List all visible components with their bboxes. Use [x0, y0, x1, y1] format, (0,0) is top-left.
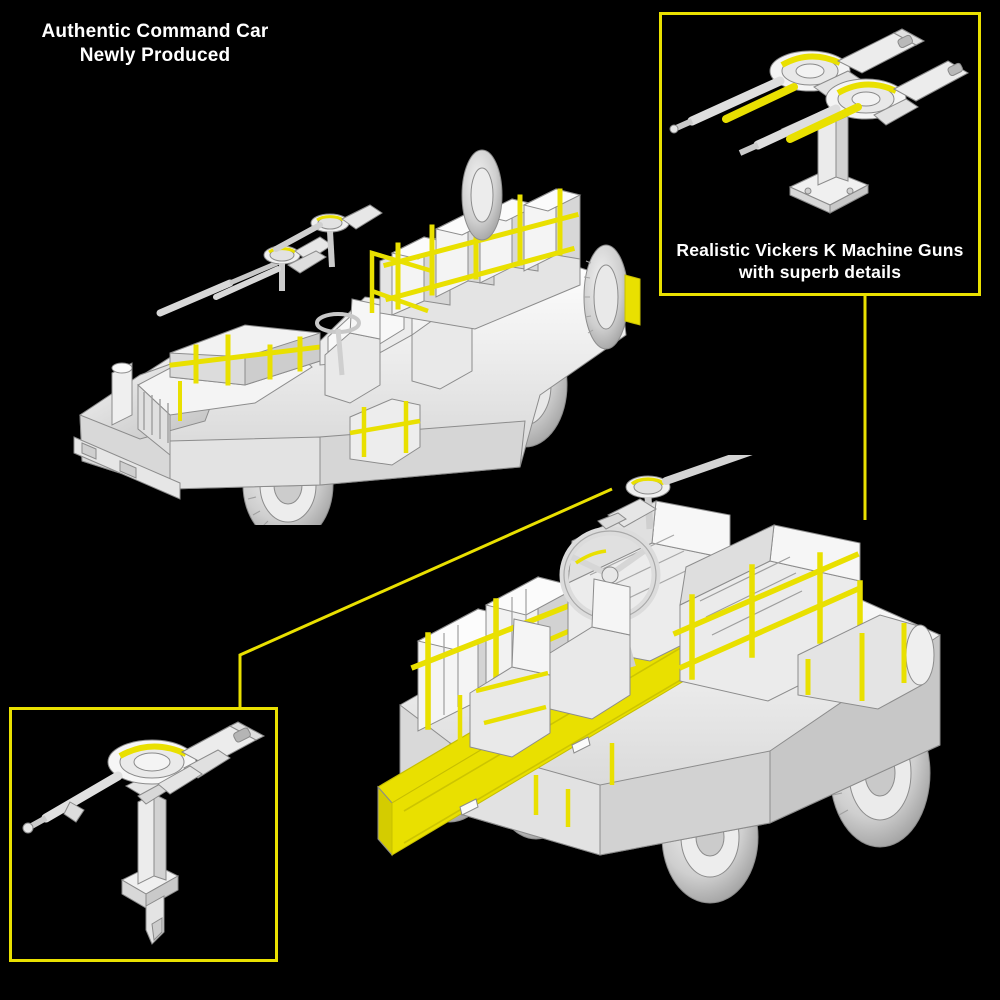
inset-guns-caption: Realistic Vickers K Machine Guns with su…	[676, 240, 964, 283]
twin-vickers-k-gun-art	[669, 28, 970, 214]
inset-single-vickers-k-gun	[9, 707, 278, 962]
inset-twin-vickers-k-guns: Realistic Vickers K Machine Guns with su…	[659, 12, 981, 296]
page-title: Authentic Command Car Newly Produced	[41, 21, 269, 67]
single-vickers-k-gun-art	[22, 721, 266, 945]
lower-vehicle-cockpit	[300, 455, 980, 945]
